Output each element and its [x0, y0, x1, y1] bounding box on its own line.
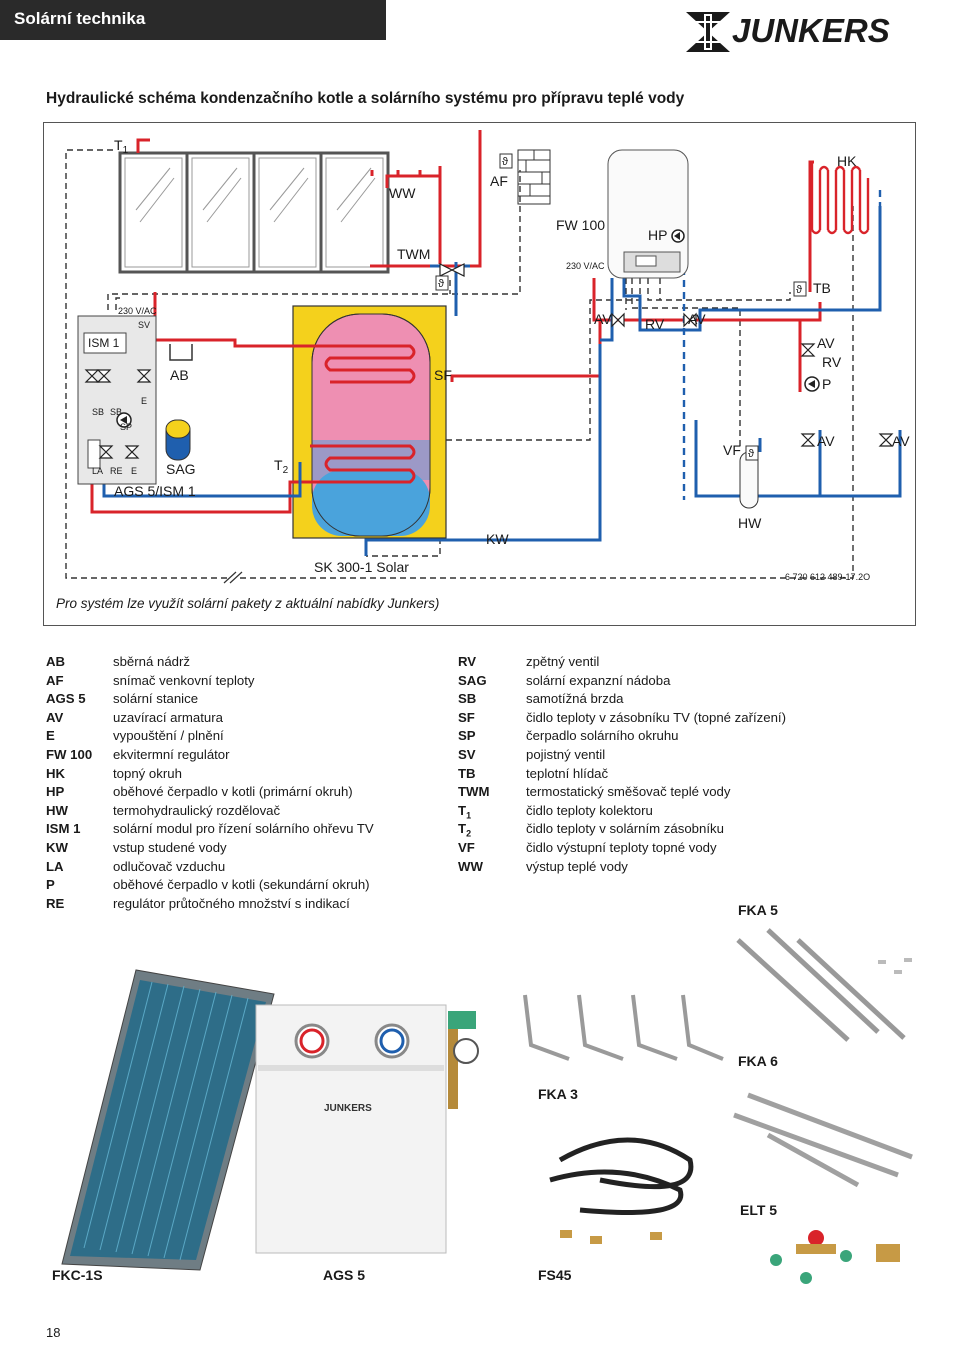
label-sv: SV — [138, 320, 150, 330]
label-ism1: ISM 1 — [88, 336, 120, 350]
solar-tank — [270, 305, 447, 539]
junkers-logo: JUNKERS — [684, 10, 916, 54]
diagram-frame — [43, 122, 916, 626]
label-af: AF — [490, 173, 508, 189]
solar-collectors — [118, 151, 390, 274]
label-elt5: ELT 5 — [740, 1202, 778, 1218]
fka6-rails-image — [733, 1092, 913, 1188]
page-number: 18 — [46, 1325, 61, 1340]
pumps — [116, 376, 820, 428]
label-e2: E — [131, 466, 137, 476]
label-ww: WW — [389, 185, 416, 201]
label-av5: AV — [892, 433, 910, 449]
label-t2: T2 — [274, 457, 289, 476]
label-sag: SAG — [166, 461, 196, 477]
section-header-bar: Solární technika — [0, 0, 386, 40]
hydraulic-diagram: ϑ ϑ ϑ ϑ T1 WW AF TWM FW 100 HP HK 230 V/… — [65, 130, 910, 584]
outdoor-wall — [517, 149, 551, 205]
label-twm: TWM — [397, 246, 430, 262]
label-av4: AV — [817, 433, 835, 449]
label-la: LA — [92, 466, 103, 476]
ags5-station-image: JUNKERS — [255, 1004, 479, 1254]
label-tb: TB — [813, 280, 831, 296]
fka3-brackets-image — [523, 994, 724, 1061]
heating-loop — [810, 162, 870, 235]
svg-text:ϑ: ϑ — [502, 156, 508, 168]
label-hp: HP — [648, 227, 667, 243]
ags-station — [77, 315, 157, 485]
label-fka3: FKA 3 — [538, 1086, 578, 1102]
label-hk: HK — [837, 153, 857, 169]
label-p: P — [822, 376, 831, 392]
diagram-note: Pro systém lze využít solární pakety z a… — [56, 596, 440, 611]
label-hw: HW — [738, 515, 762, 531]
fka5-rails-image — [736, 928, 912, 1042]
label-sb1: SB — [92, 407, 104, 417]
temperature-sensors: ϑ ϑ ϑ ϑ — [435, 153, 807, 461]
label-re: RE — [110, 466, 123, 476]
boiler — [607, 149, 689, 279]
label-fw100: FW 100 — [556, 217, 605, 233]
control-wiring — [65, 149, 854, 579]
section-title: Solární technika — [14, 9, 146, 28]
label-fka6: FKA 6 — [738, 1053, 778, 1069]
valves — [84, 263, 894, 459]
page-subtitle: Hydraulické schéma kondenzačního kotle a… — [46, 90, 685, 107]
label-ab: AB — [170, 367, 189, 383]
label-t1: T1 — [114, 137, 129, 156]
label-fkc1s: FKC-1S — [52, 1267, 103, 1283]
label-e1: E — [141, 396, 147, 406]
svg-text:ϑ: ϑ — [438, 278, 444, 290]
hot-pipes — [90, 130, 822, 514]
diagram-code: 6 720 612 489-17.2O — [785, 572, 870, 582]
label-fka5: FKA 5 — [738, 902, 778, 918]
fkc1s-collector-image — [61, 969, 275, 1271]
junkers-emblem-icon — [686, 12, 730, 52]
label-av2: AV — [688, 311, 706, 327]
label-ags5: AGS 5 — [323, 1267, 366, 1283]
elt5-parts-image — [770, 1230, 900, 1284]
ags5-brand-label: JUNKERS — [324, 1103, 372, 1114]
fs45-hoses-image — [549, 1137, 694, 1244]
label-fs45: FS45 — [538, 1267, 572, 1283]
brand-wordmark: JUNKERS — [732, 12, 890, 49]
expansion-vessel — [165, 419, 191, 461]
label-rv2: RV — [822, 354, 842, 370]
label-230v-boiler: 230 V/AC — [566, 261, 605, 271]
label-ags: AGS 5/ISM 1 — [114, 483, 196, 499]
label-av1: AV — [594, 311, 612, 327]
svg-text:ϑ: ϑ — [796, 284, 802, 296]
label-sb2: SB — [110, 407, 122, 417]
label-rv1: RV — [645, 316, 665, 332]
label-kw: KW — [486, 531, 509, 547]
label-sk: SK 300-1 Solar — [314, 559, 409, 575]
cold-pipes — [102, 206, 902, 556]
label-av3: AV — [817, 335, 835, 351]
label-sp: SP — [120, 422, 132, 432]
label-vf: VF — [723, 442, 741, 458]
svg-text:ϑ: ϑ — [748, 448, 754, 460]
label-230v-ags: 230 V/AC — [118, 306, 157, 316]
label-sf: SF — [434, 367, 452, 383]
